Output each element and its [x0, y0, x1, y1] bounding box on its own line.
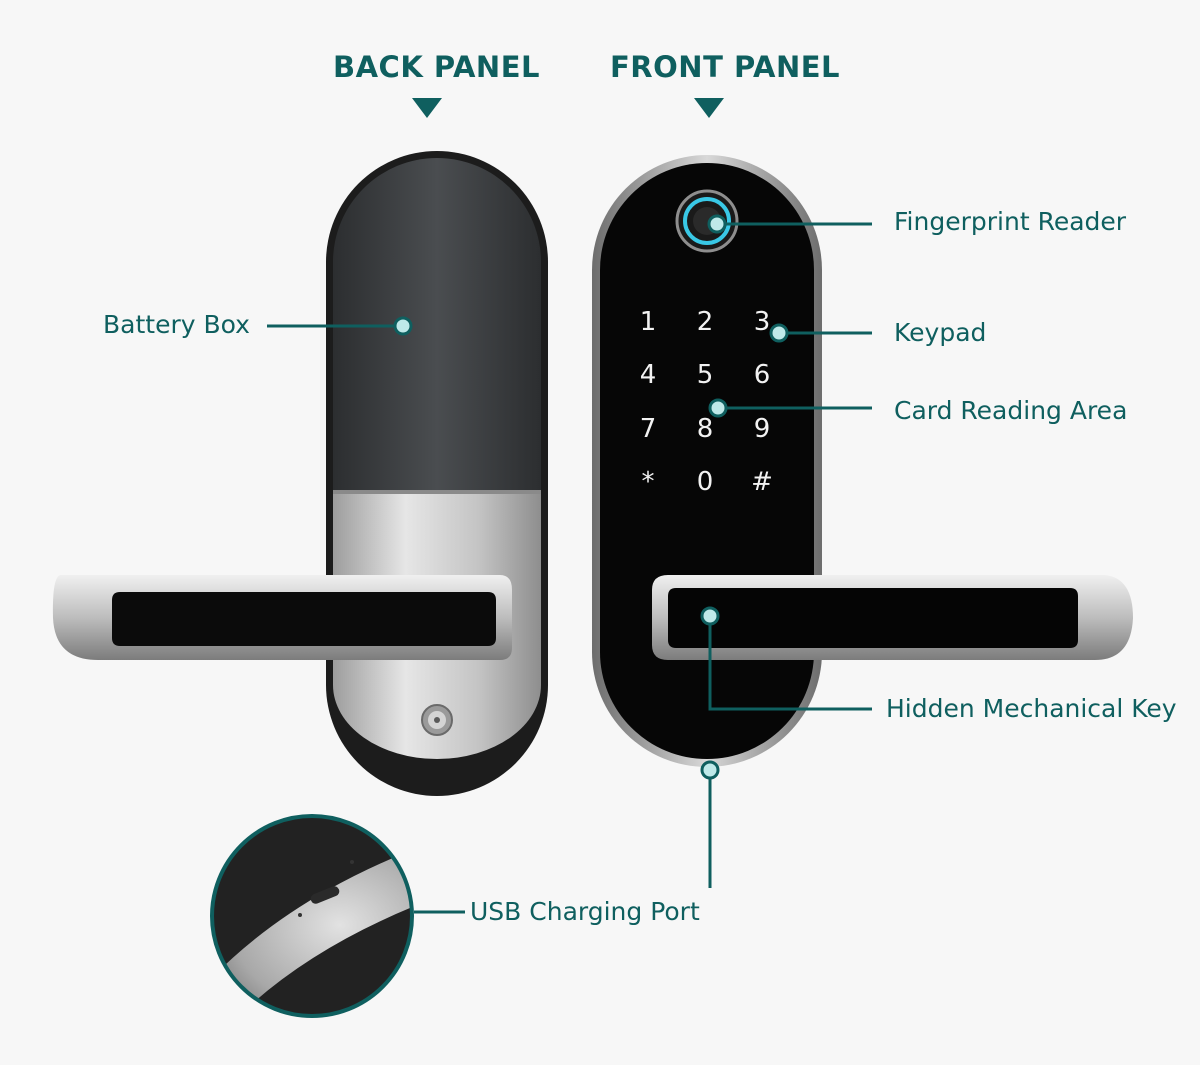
usb-port-closeup — [210, 814, 414, 1018]
callout-hidden-mechanical-key — [700, 606, 872, 711]
keypad-key: 8 — [697, 414, 714, 444]
callout-battery-box — [267, 316, 413, 336]
hidden-mechanical-key-label: Hidden Mechanical Key — [886, 694, 1177, 723]
back-panel-keyhole-icon — [421, 704, 453, 736]
fingerprint-sensor-icon — [675, 189, 739, 253]
keypad-key: 9 — [754, 414, 771, 444]
keypad-label: Keypad — [894, 318, 987, 347]
keypad-key: 4 — [640, 360, 657, 390]
front-panel-lever-handle — [652, 575, 1133, 660]
callout-usb-charging-port — [414, 760, 720, 914]
front-panel-pointer-icon — [694, 98, 724, 118]
back-panel-title: BACK PANEL — [333, 50, 540, 84]
keypad-key: 6 — [754, 360, 771, 390]
keypad-key: * — [642, 467, 655, 497]
card-reading-area-label: Card Reading Area — [894, 396, 1128, 425]
keypad-key: 5 — [697, 360, 714, 390]
callout-card-reading-area — [708, 398, 872, 418]
front-panel-title: FRONT PANEL — [610, 50, 841, 84]
callout-fingerprint-reader — [707, 214, 872, 234]
back-panel-lever-handle — [52, 575, 513, 660]
keypad-key: # — [751, 467, 773, 497]
battery-box-label: Battery Box — [103, 310, 250, 339]
keypad-key: 3 — [754, 307, 771, 337]
keypad-key: 2 — [697, 307, 714, 337]
back-panel-body — [326, 151, 548, 796]
keypad-grid: 1 2 3 4 5 6 7 8 9 * 0 # — [640, 307, 773, 497]
fingerprint-reader-label: Fingerprint Reader — [894, 207, 1127, 236]
usb-charging-port-label: USB Charging Port — [470, 897, 700, 926]
callout-keypad — [769, 323, 872, 343]
keypad-key: 0 — [697, 467, 714, 497]
keypad-key: 1 — [640, 307, 657, 337]
keypad-key: 7 — [640, 414, 657, 444]
back-panel-pointer-icon — [412, 98, 442, 118]
